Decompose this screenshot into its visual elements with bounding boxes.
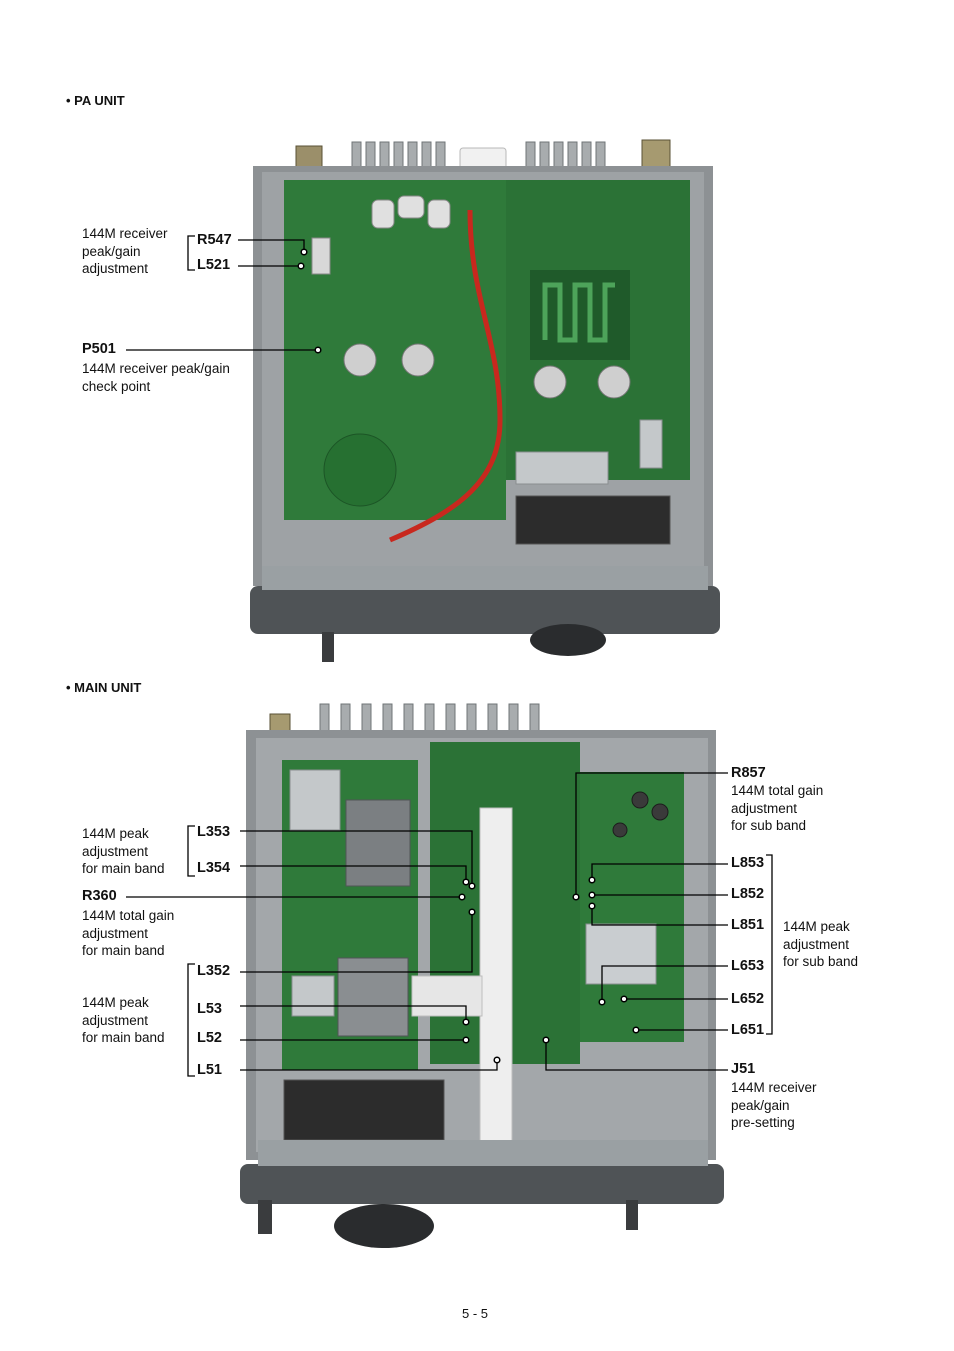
leader-lines — [126, 235, 773, 1077]
label-l651: L651 — [731, 1022, 765, 1038]
main-desc-peak-sub: 144M peak adjustment for sub band — [783, 919, 859, 969]
pa-transistor-4 — [597, 365, 631, 399]
main-heatsink-fins — [319, 703, 540, 733]
pa-transistor-1 — [343, 343, 377, 377]
label-l53: L53 — [197, 1001, 222, 1017]
pa-shield-can — [515, 451, 609, 485]
pa-desc-check-point: 144M receiver peak/gain check point — [82, 361, 230, 394]
label-l652: L652 — [731, 991, 765, 1007]
label-l52: L52 — [197, 1030, 222, 1046]
main-desc-peak-main-upper: 144M peak adjustment for main band — [82, 826, 165, 876]
label-l521: L521 — [197, 257, 231, 273]
leader-line-dots — [297, 248, 640, 1064]
label-j51: J51 — [731, 1061, 756, 1077]
pa-red-cable — [389, 209, 503, 543]
pa-antenna-connector-left — [295, 145, 323, 169]
label-l353: L353 — [197, 824, 231, 840]
label-l51: L51 — [197, 1062, 222, 1078]
pa-stripline — [542, 282, 615, 343]
main-capacitors — [612, 791, 669, 838]
pa-front-panel — [250, 586, 720, 634]
main-desc-total-gain-main: 144M total gain adjustment for main band — [82, 908, 175, 958]
main-front-panel — [240, 1164, 724, 1204]
pa-fan — [515, 495, 671, 545]
label-r360: R360 — [82, 888, 117, 904]
main-fan — [283, 1079, 445, 1141]
label-l354: L354 — [197, 860, 231, 876]
pa-main-dial — [530, 624, 606, 656]
label-l853: L853 — [731, 855, 765, 871]
main-desc-total-gain-sub: 144M total gain adjustment for sub band — [731, 783, 824, 833]
main-unit-heading: • MAIN UNIT — [66, 680, 142, 695]
pa-transistor-3 — [533, 365, 567, 399]
label-l352: L352 — [197, 963, 231, 979]
main-desc-peak-main-lower: 144M peak adjustment for main band — [82, 995, 165, 1045]
label-l852: L852 — [731, 886, 765, 902]
label-l851: L851 — [731, 917, 765, 933]
main-shield-can-lower — [337, 957, 409, 1037]
main-sub-shield — [585, 923, 657, 985]
pa-heatsink-fins — [351, 141, 606, 171]
main-desc-pre-setting: 144M receiver peak/gain pre-setting — [731, 1080, 817, 1130]
label-r547: R547 — [197, 232, 232, 248]
page-number: 5 - 5 — [462, 1306, 489, 1321]
pa-coils — [371, 195, 451, 229]
pa-transistor-2 — [401, 343, 435, 377]
label-l653: L653 — [731, 958, 765, 974]
pa-unit-heading: • PA UNIT — [66, 93, 125, 108]
pa-antenna-connector-right — [641, 139, 671, 169]
main-unit-photo — [240, 703, 724, 1248]
label-p501: P501 — [82, 341, 116, 357]
main-main-dial — [334, 1204, 434, 1248]
pa-desc-receiver-adjustment: 144M receiver peak/gain adjustment — [82, 226, 168, 276]
main-shield-can-upper — [345, 799, 411, 887]
pa-unit-photo — [250, 139, 720, 662]
main-ribbon-cable — [479, 807, 513, 1159]
label-r857: R857 — [731, 765, 766, 781]
